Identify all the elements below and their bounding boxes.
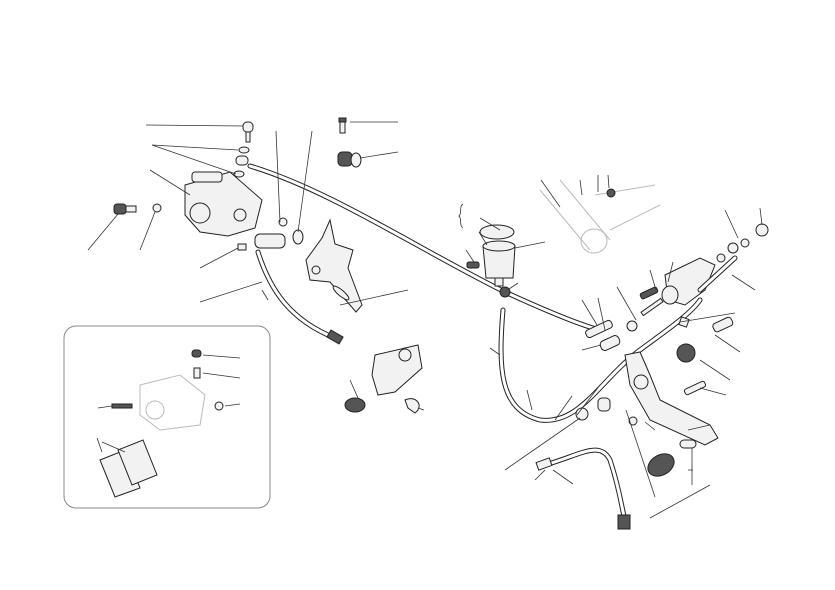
stop-switch-cable: [535, 447, 631, 530]
bolts-caliper: [113, 121, 254, 251]
reservoir-hose: [498, 297, 703, 423]
pressure-switch-icon: [337, 117, 362, 168]
hose-fitting-icon: [326, 329, 344, 345]
caliper-icon: [184, 171, 263, 237]
frame-outline-icon: [539, 179, 661, 254]
brake-pads-icon: [99, 439, 158, 498]
connector-icon: [617, 514, 631, 530]
brake-hose-main: [247, 163, 603, 333]
brake-pedal-icon: [575, 316, 734, 477]
pushrod-parts-icon: [585, 297, 664, 351]
inset-caliper-icon: [111, 349, 224, 431]
master-cylinder-rear-icon: [639, 223, 769, 328]
reservoir-icon: [458, 203, 516, 298]
inset-panel: [63, 325, 271, 509]
caliper-lower-hose: [255, 249, 344, 345]
stop-switch-icon: [535, 457, 553, 471]
leader-lines: [87, 121, 763, 519]
master-cylinder-center-icon: [344, 344, 423, 414]
caliper-bracket-icon: [254, 217, 363, 313]
